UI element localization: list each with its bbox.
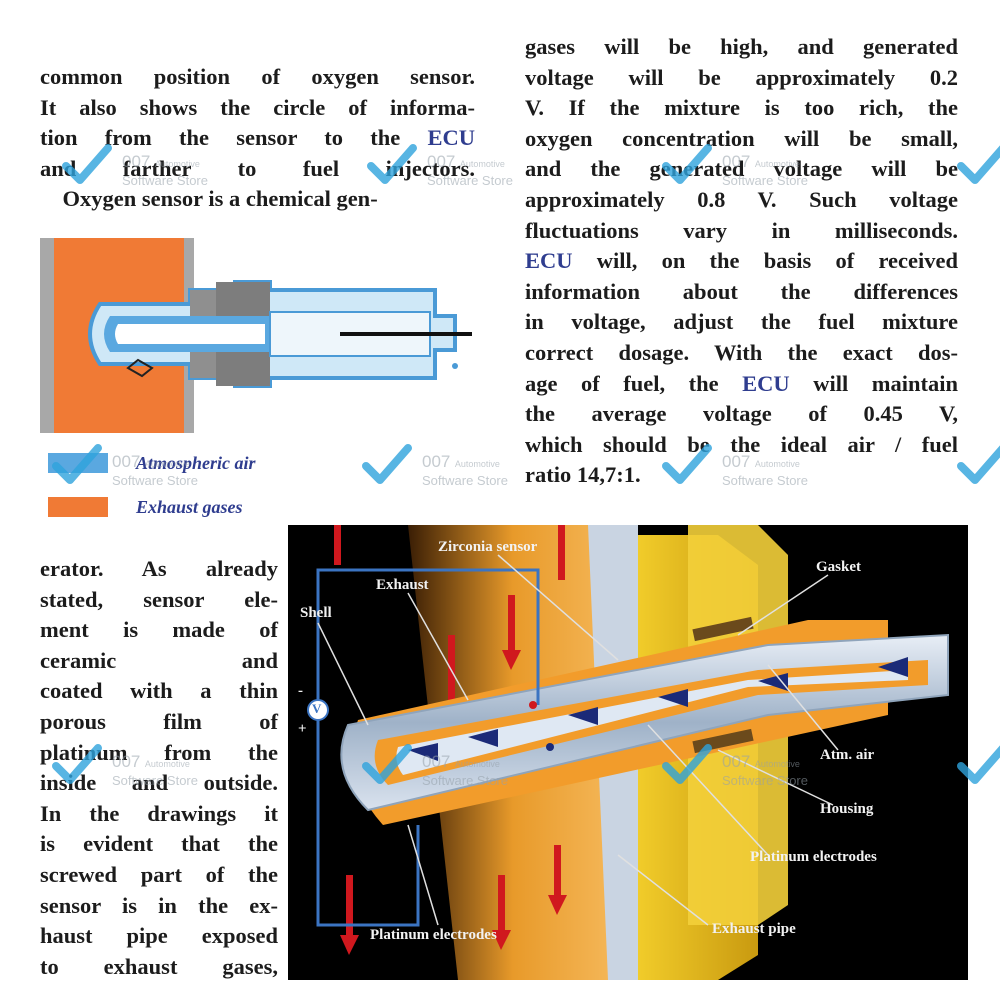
label-plus: + xyxy=(298,721,307,737)
label-exhaust-pipe: Exhaust pipe xyxy=(712,921,796,937)
left-column-bottom-text: erator. As already stated, sensor ele-men… xyxy=(40,554,278,982)
text-line: stated, sensor ele- xyxy=(40,586,278,612)
label-exhaust: Exhaust xyxy=(376,577,429,593)
text-line: correct dosage. With the exact dos- xyxy=(525,339,958,365)
ecu-term: ECU xyxy=(427,125,475,151)
text-run: will, on the basis of received xyxy=(572,248,958,274)
text-line: and farther to fuel injectors. xyxy=(40,155,475,181)
label-platinum-electrodes-right: Platinum electrodes xyxy=(750,849,877,865)
ecu-term: ECU xyxy=(742,370,790,396)
label-atm-air: Atm. air xyxy=(820,747,875,763)
checkmark-watermark-icon xyxy=(362,444,412,484)
label-shell: Shell xyxy=(300,605,332,621)
legend-label-atmospheric-air: Atmospheric air xyxy=(136,452,256,473)
text-run: age of fuel, the xyxy=(525,370,743,396)
text-line: fluctuations vary in milliseconds. xyxy=(525,217,958,243)
ecu-term: ECU xyxy=(525,248,573,274)
text-line: ceramic and xyxy=(40,647,278,673)
text-line: in voltage, adjust the fuel mixture xyxy=(525,309,958,335)
label-voltmeter: V xyxy=(312,701,322,716)
text-line: tion from the sensor to the ECU xyxy=(40,123,475,154)
text-line: common position of oxygen sensor. xyxy=(40,64,475,89)
text-line: ratio 14,7:1. xyxy=(525,462,641,488)
checkmark-watermark-icon xyxy=(957,145,1000,184)
text-line: Oxygen sensor is a chemical gen- xyxy=(40,186,378,212)
label-platinum-electrodes-bottom: Platinum electrodes xyxy=(370,927,497,943)
right-column-text: gases will be high, and generated voltage… xyxy=(525,32,958,491)
text-line: age of fuel, the ECU will maintain xyxy=(525,369,958,400)
text-line: It also shows the circle of informa- xyxy=(40,94,475,120)
text-line: information about the differences xyxy=(525,278,958,304)
text-line: voltage will be approximately 0.2 xyxy=(525,64,958,90)
text-line: erator. As already xyxy=(40,556,278,581)
legend-item-exhaust-gases: Exhaust gases xyxy=(48,494,243,520)
label-housing: Housing xyxy=(820,801,874,817)
text-line: V. If the mixture is too rich, the xyxy=(525,95,958,121)
text-line: is evident that the xyxy=(40,831,278,857)
text-line: ment is made of xyxy=(40,617,278,643)
text-line: oxygen concentration will be small, xyxy=(525,125,958,151)
text-line: approximately 0.8 V. Such voltage xyxy=(525,186,958,212)
text-line: to exhaust gases, xyxy=(40,953,278,979)
left-column-top-text: common position of oxygen sensor. It also… xyxy=(40,62,475,215)
oxygen-sensor-cutaway-illustration: Zirconia sensor Exhaust Shell Gasket Atm… xyxy=(288,525,968,980)
text-line: gases will be high, and generated xyxy=(525,34,958,59)
legend: Atmospheric air Exhaust gases xyxy=(48,448,348,528)
exhaust-gases-swatch xyxy=(48,497,108,517)
label-gasket: Gasket xyxy=(816,559,861,575)
text-run: tion from the sensor to the xyxy=(40,125,428,151)
label-minus: - xyxy=(298,683,303,699)
text-line: sensor is in the ex- xyxy=(40,892,278,918)
text-line: the average voltage of 0.45 V, xyxy=(525,401,958,427)
text-line: porous film of xyxy=(40,708,278,734)
text-line: screwed part of the xyxy=(40,861,278,887)
text-line: In the drawings it xyxy=(40,800,278,826)
text-line: ECU will, on the basis of received xyxy=(525,246,958,277)
label-zirconia-sensor: Zirconia sensor xyxy=(438,539,538,555)
text-line: haust pipe exposed xyxy=(40,923,278,949)
text-line: coated with a thin xyxy=(40,678,278,704)
legend-label-exhaust-gases: Exhaust gases xyxy=(136,496,243,517)
text-run: will maintain xyxy=(789,370,958,396)
text-line: which should be the ideal air / fuel xyxy=(525,431,958,457)
atmospheric-air-swatch xyxy=(48,453,108,473)
oxygen-sensor-schematic xyxy=(40,238,472,433)
checkmark-watermark-icon xyxy=(957,445,1000,484)
text-line: and the generated voltage will be xyxy=(525,156,958,182)
